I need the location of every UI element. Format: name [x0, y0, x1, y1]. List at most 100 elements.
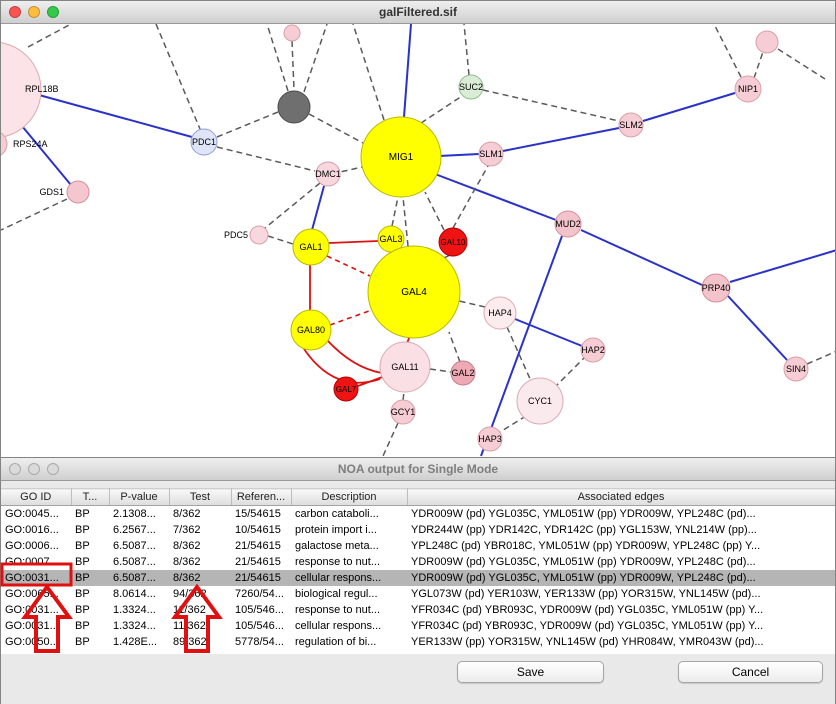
- cell[interactable]: galactose meta...: [295, 540, 379, 552]
- graph-edge[interactable]: [308, 113, 364, 144]
- cell[interactable]: regulation of bi...: [295, 636, 377, 648]
- graph-edge[interactable]: [303, 24, 328, 93]
- node-pdc5[interactable]: [249, 225, 269, 245]
- graph-edge[interactable]: [326, 255, 371, 277]
- node-hap4[interactable]: [483, 296, 517, 330]
- cell[interactable]: 8.0614...: [113, 588, 156, 600]
- cell[interactable]: GO:0031...: [1, 570, 71, 586]
- graph-edge[interactable]: [482, 89, 620, 122]
- cell[interactable]: YFR034C (pd) YBR093C, YDR009W (pd) YGL03…: [411, 620, 764, 632]
- cell[interactable]: BP: [75, 588, 90, 600]
- graph-edge[interactable]: [777, 48, 826, 80]
- cell[interactable]: YPL248C (pd) YBR018C, YML051W (pp) YDR00…: [411, 540, 761, 552]
- graph-edge[interactable]: [729, 249, 835, 283]
- graph-edge[interactable]: [216, 146, 316, 172]
- node-cyc1[interactable]: [516, 377, 564, 425]
- graph-edge[interactable]: [402, 391, 405, 401]
- node-dmc1[interactable]: [315, 161, 341, 187]
- column-header[interactable]: P-value: [109, 488, 170, 506]
- node-gray1[interactable]: [277, 90, 311, 124]
- graph-edge[interactable]: [727, 295, 788, 361]
- cell[interactable]: 94/362: [173, 588, 207, 600]
- graph-edge[interactable]: [264, 182, 321, 229]
- cell[interactable]: 1.3324...: [113, 604, 156, 616]
- cell[interactable]: 8/362: [173, 556, 201, 568]
- save-button[interactable]: Save: [457, 661, 604, 683]
- cell[interactable]: 105/546...: [235, 604, 284, 616]
- cell[interactable]: BP: [75, 556, 90, 568]
- cell[interactable]: response to nut...: [295, 556, 380, 568]
- graph-edge[interactable]: [216, 111, 279, 138]
- cell[interactable]: 15/54615: [235, 508, 281, 520]
- cell[interactable]: YER133W (pp) YOR315W, YNL145W (pd) YHR08…: [411, 636, 764, 648]
- cell[interactable]: 21/54615: [235, 556, 281, 568]
- graph-edge[interactable]: [463, 24, 470, 76]
- cell[interactable]: BP: [75, 604, 90, 616]
- cell[interactable]: 21/54615: [235, 540, 281, 552]
- node-gcy1[interactable]: [390, 399, 416, 425]
- cell[interactable]: 7260/54...: [235, 588, 284, 600]
- node-mud2[interactable]: [554, 210, 582, 238]
- cell[interactable]: 6.5087...: [113, 556, 156, 568]
- column-header[interactable]: Test: [169, 488, 232, 506]
- zoom-button[interactable]: [47, 6, 59, 18]
- node-gal10[interactable]: [438, 227, 468, 257]
- graph-edge[interactable]: [329, 310, 370, 326]
- graph-edge[interactable]: [806, 351, 835, 365]
- node-hap2[interactable]: [580, 337, 606, 363]
- cell[interactable]: 8/362: [169, 570, 231, 586]
- graph-edge[interactable]: [267, 235, 294, 245]
- graph-edge[interactable]: [420, 95, 463, 124]
- graph-edge[interactable]: [1, 198, 68, 231]
- graph-edge[interactable]: [266, 24, 289, 92]
- cell[interactable]: GO:0006...: [5, 540, 59, 552]
- minimize-button[interactable]: [28, 6, 40, 18]
- cell[interactable]: 8/362: [173, 508, 201, 520]
- close-button[interactable]: [9, 463, 21, 475]
- graph-edge[interactable]: [155, 24, 201, 130]
- cell[interactable]: biological regul...: [295, 588, 378, 600]
- node-gal4[interactable]: [367, 245, 461, 339]
- cell[interactable]: BP: [75, 508, 90, 520]
- graph-edge[interactable]: [713, 24, 742, 78]
- cell[interactable]: 6.5087...: [113, 540, 156, 552]
- graph-edge[interactable]: [580, 229, 703, 286]
- node-gds1[interactable]: [66, 180, 90, 204]
- cell[interactable]: BP: [71, 570, 109, 586]
- cell[interactable]: BP: [75, 620, 90, 632]
- graph-edge[interactable]: [434, 173, 557, 221]
- graph-edge[interactable]: [352, 24, 385, 121]
- node-rpl18b[interactable]: [1, 42, 42, 138]
- graph-edge[interactable]: [499, 415, 527, 433]
- graph-edge[interactable]: [16, 119, 72, 186]
- graph-edge[interactable]: [27, 24, 72, 48]
- cell[interactable]: BP: [75, 524, 90, 536]
- cell[interactable]: cellular respons...: [295, 620, 382, 632]
- cell[interactable]: BP: [75, 636, 90, 648]
- zoom-button[interactable]: [47, 463, 59, 475]
- graph-edge[interactable]: [753, 51, 764, 79]
- node-topnode[interactable]: [283, 24, 301, 42]
- cell[interactable]: 6.2567...: [113, 524, 156, 536]
- cell[interactable]: 105/546...: [235, 620, 284, 632]
- graph-edge[interactable]: [480, 235, 563, 457]
- column-header[interactable]: Description: [291, 488, 408, 506]
- close-button[interactable]: [9, 6, 21, 18]
- node-gal80[interactable]: [290, 309, 332, 351]
- cell[interactable]: BP: [75, 540, 90, 552]
- graph-edge[interactable]: [391, 196, 399, 227]
- node-gal11[interactable]: [379, 341, 431, 393]
- cell[interactable]: YFR034C (pd) YBR093C, YDR009W (pd) YGL03…: [411, 604, 764, 616]
- graph-edge[interactable]: [458, 300, 486, 308]
- graph-edge[interactable]: [452, 165, 489, 229]
- graph-edge[interactable]: [382, 422, 399, 457]
- node-rps24a[interactable]: [1, 131, 8, 157]
- node-slm1[interactable]: [478, 141, 504, 167]
